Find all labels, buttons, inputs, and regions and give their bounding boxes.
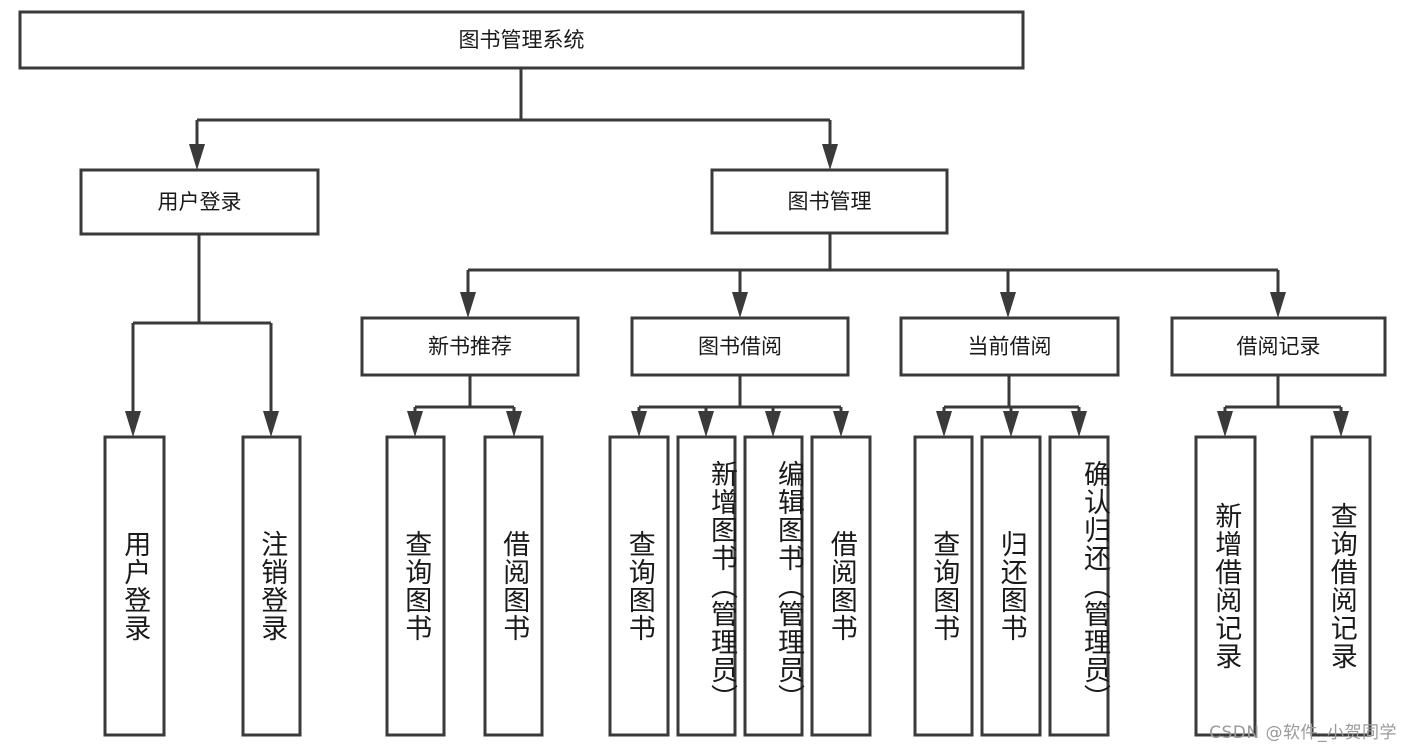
leaf-box-node-e7bc96e8be91e59bbee4b9a6efbc88e7aea1e79086e59198efbc89[interactable] [743,435,804,737]
arrow-head-icon [822,144,838,170]
arrow-head-icon [732,292,748,318]
level2-label: 借阅记录 [1237,335,1321,359]
arrow-head-icon [1333,411,1349,437]
arrow-head-icon [460,292,476,318]
arrow-head-icon [125,411,141,437]
leaf-box-node-e794a8e688b7e799bbe5bd95[interactable] [103,435,166,737]
leaf-box-node-e7a1aee8aea4e5bd92e8bf98efbc88e7aea1e79086e59198efbc89[interactable] [1048,435,1110,737]
leaf-box-node-e69fa5e8afa2e59bbee4b9a6[interactable] [385,435,446,737]
connector-layer [125,68,1349,437]
arrow-head-icon [189,144,205,170]
arrow-head-icon [936,411,952,437]
leaf-box-node-e5809fe99885e59bbee4b9a6[interactable] [483,435,544,737]
arrow-head-icon [1000,292,1016,318]
level2-box-node-e696b0e4b9a6e68ea8e88d90[interactable] [360,316,580,377]
arrow-head-icon [263,411,279,437]
arrow-head-icon [1071,411,1087,437]
arrow-head-icon [407,411,423,437]
level2-box-node-e5bd93e5898de5809fe99885[interactable] [899,316,1120,377]
leaf-box-node-e696b0e5a29ee5809fe99885e8aeb0e5bd95[interactable] [1194,435,1257,737]
level2-label: 当前借阅 [968,335,1052,359]
arrow-head-icon [1217,411,1233,437]
level1-label: 用户登录 [158,190,242,214]
root-label: 图书管理系统 [459,28,585,52]
arrow-head-icon [1003,411,1019,437]
leaf-box-node-e6b3a8e99480e799bbe5bd95[interactable] [241,435,302,737]
level1-box-node-e794a8e688b7e799bbe5bd95[interactable] [79,168,320,236]
leaf-box-node-e696b0e5a29ee59bbee4b9a6efbc88e7aea1e79086e59198efbc89[interactable] [676,435,737,737]
csdn-watermark: CSDN @软件_小贺同学 [1209,723,1397,743]
node-box-layer [18,10,1387,737]
leaf-box-node-e5809fe99885e59bbee4b9a6[interactable] [810,435,872,737]
arrow-head-icon [1270,292,1286,318]
arrow-head-icon [506,411,522,437]
level2-label: 图书借阅 [698,335,782,359]
arrow-head-icon [833,411,849,437]
arrow-head-icon [765,411,781,437]
level2-box-node-e59bbee4b9a6e5809fe99885[interactable] [630,316,850,377]
leaf-box-node-e69fa5e8afa2e5809fe99885e8aeb0e5bd95[interactable] [1310,435,1372,737]
root-box-node-e59bbee4b9a6e7aea1e79086e7b3bbe7bb9f[interactable] [18,10,1025,70]
level2-label: 新书推荐 [428,335,512,359]
leaf-box-node-e5bd92e8bf98e59bbee4b9a6[interactable] [980,435,1042,737]
leaf-box-node-e69fa5e8afa2e59bbee4b9a6[interactable] [608,435,670,737]
level2-box-node-e5809fe99885e8aeb0e5bd95[interactable] [1170,316,1387,377]
arrow-head-icon [631,411,647,437]
level1-label: 图书管理 [788,190,872,214]
arrow-head-icon [698,411,714,437]
level1-box-node-e59bbee4b9a6e7aea1e79086[interactable] [710,168,949,235]
leaf-box-node-e69fa5e8afa2e59bbee4b9a6[interactable] [913,435,974,737]
